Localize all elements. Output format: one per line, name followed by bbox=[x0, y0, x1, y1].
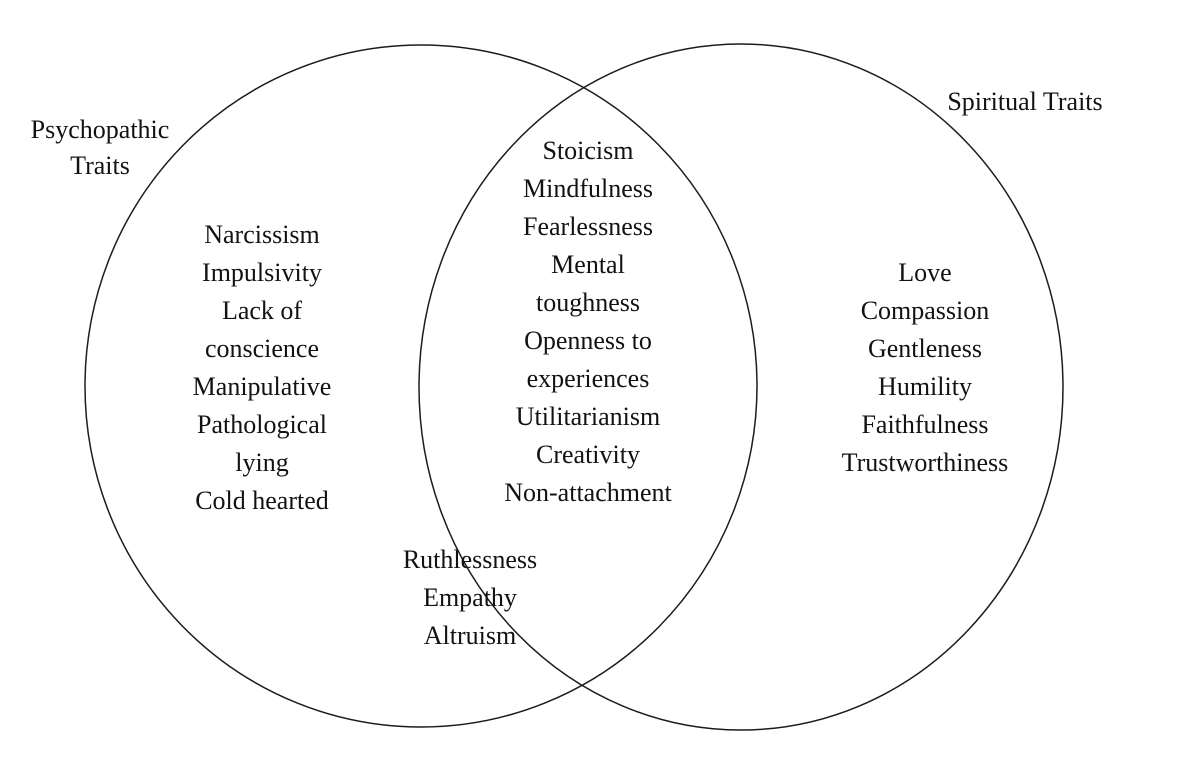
trait-item: Altruism bbox=[423, 621, 517, 650]
right-circle-label: Spiritual Traits bbox=[947, 87, 1103, 116]
trait-item: Faithfulness bbox=[861, 410, 989, 439]
intersection-items: Stoicism Mindfulness Fearlessness Mental… bbox=[488, 132, 688, 512]
trait-item: Impulsivity bbox=[202, 258, 322, 287]
trait-item: Compassion bbox=[860, 296, 990, 325]
trait-item: Narcissism bbox=[204, 220, 320, 249]
trait-item: Ruthlessness bbox=[402, 545, 538, 574]
trait-item: Gentleness bbox=[867, 334, 983, 363]
trait-item: Creativity bbox=[536, 440, 640, 469]
right-circle bbox=[418, 43, 1064, 731]
trait-item: Mental toughness bbox=[536, 250, 640, 317]
left-circle-items: Narcissism Impulsivity Lack of conscienc… bbox=[167, 216, 357, 520]
right-circle-items: Love Compassion Gentleness Humility Fait… bbox=[825, 254, 1025, 482]
trait-item: Stoicism bbox=[542, 136, 634, 165]
left-circle-label: Psychopathic Traits bbox=[30, 115, 170, 180]
trait-item: Trustworthiness bbox=[841, 448, 1009, 477]
trait-item: Openness to experiences bbox=[524, 326, 652, 393]
trait-item: Fearlessness bbox=[523, 212, 653, 241]
left-circle bbox=[84, 44, 758, 728]
trait-item: Utilitarianism bbox=[515, 402, 661, 431]
trait-item: Mindfulness bbox=[523, 174, 653, 203]
trait-item: Non-attachment bbox=[504, 478, 672, 507]
trait-item: Manipulative bbox=[192, 372, 332, 401]
trait-item: Humility bbox=[878, 372, 972, 401]
trait-item: Pathological lying bbox=[197, 410, 327, 477]
trait-item: Empathy bbox=[423, 583, 517, 612]
trait-item: Lack of conscience bbox=[204, 296, 320, 363]
trait-item: Love bbox=[898, 258, 952, 287]
trait-item: Cold hearted bbox=[195, 486, 329, 515]
intersection-lower-items: Ruthlessness Empathy Altruism bbox=[370, 541, 570, 655]
